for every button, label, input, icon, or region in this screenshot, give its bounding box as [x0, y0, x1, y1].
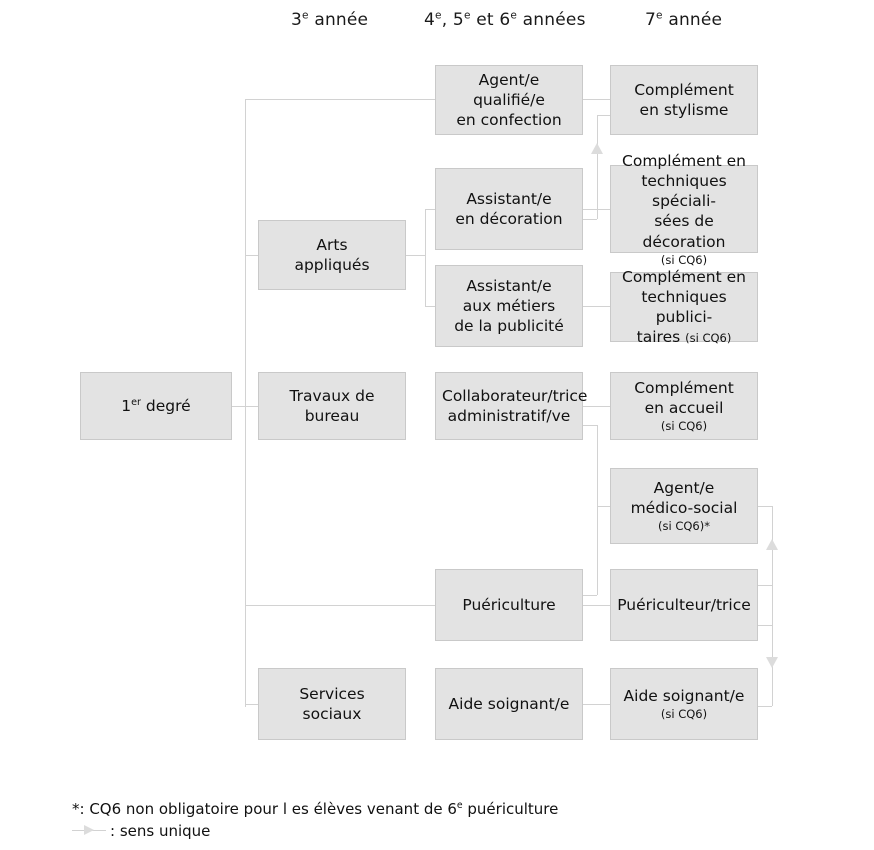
node-complement-accueil-sub: (si CQ6) [660, 419, 708, 434]
connector-collaborateur-down-stub [583, 425, 597, 426]
node-aide-soignant-e[interactable]: Aide soignant/e [435, 668, 583, 740]
connector-trunk-to-arts-appliques [245, 255, 258, 256]
connector-riser-stylisme [597, 115, 598, 219]
arrow-up-icon-stylisme [591, 143, 603, 154]
connector-trunk-to-agent-qualifie [245, 99, 435, 100]
node-agent-medico-social-sub: (si CQ6)* [658, 519, 710, 534]
connector-collaborateur-to-complement-accueil [583, 406, 610, 407]
legend-footnote: *: CQ6 non obligatoire pour l es élèves … [72, 800, 559, 818]
node-complement-tech-decoration-sub: (si CQ6) [660, 252, 708, 267]
connector-arts-appliques-out [406, 255, 426, 256]
connector-right-to-puericulteur-top [758, 585, 772, 586]
arrow-head [84, 825, 94, 835]
arrow-up-icon-medico-social [766, 539, 778, 550]
node-puericulteur-label: Puériculteur/trice [617, 595, 751, 614]
node-1er-degre[interactable]: 1er degré [80, 372, 232, 440]
arrow-right-icon [72, 825, 106, 837]
connector-assistant-decoration-to-complement-tech [583, 209, 610, 210]
node-1er-degre-label: 1er degré [121, 396, 191, 415]
connector-riser-medico-social [597, 425, 598, 595]
connector-right-vertical [772, 506, 773, 706]
connector-arts-appliques-fan [425, 209, 426, 307]
connector-arts-to-assistant-decoration [425, 209, 435, 210]
column-header-3e-annee: 3e année [291, 9, 369, 30]
connector-puericulture-to-puericulteur [583, 605, 610, 606]
connector-right-to-aide-soignant-7e [758, 706, 772, 707]
legend-sens-unique-label: : sens unique [110, 822, 211, 840]
legend-sens-unique-row: : sens unique [72, 822, 210, 840]
node-aide-soignant-e-7e[interactable]: Aide soignant/e (si CQ6) [610, 668, 758, 740]
column-header-7e-annee: 7e année [645, 9, 723, 30]
connector-riser-to-puericulture [583, 595, 597, 596]
connector-right-to-puericulteur-bottom [758, 625, 772, 626]
node-aide-soignant-7e-main: Aide soignant/e [623, 687, 745, 706]
node-puericulture-label: Puériculture [462, 595, 556, 614]
connector-arts-to-assistant-publicite [425, 306, 435, 307]
connector-trunk-vertical [245, 99, 246, 707]
connector-riser-stylisme-top [597, 115, 610, 116]
node-aide-soignant-7e-label: Aide soignant/e (si CQ6) [617, 686, 751, 722]
connector-trunk-to-services-sociaux [245, 704, 258, 705]
column-header-4e-5e-6e-annees: 4e, 5e et 6e années [424, 9, 586, 30]
connector-riser-stylisme-bottom [583, 219, 597, 220]
node-aide-soignant-7e-sub: (si CQ6) [660, 707, 708, 722]
connector-aide-soignant-to-aide-soignant-7e [583, 704, 610, 705]
connector-right-to-agent-medico-social [758, 506, 772, 507]
connector-riser-to-agent-medico-social [597, 506, 610, 507]
arrow-down-icon-aide-soignant [766, 657, 778, 668]
connector-agent-qualifie-to-complement-stylisme [583, 99, 610, 100]
connector-trunk-to-travaux-bureau [245, 406, 258, 407]
node-puericulture[interactable]: Puériculture [435, 569, 583, 641]
connector-assistant-publicite-to-complement-publicitaires [583, 306, 610, 307]
node-puericulteur-trice[interactable]: Puériculteur/trice [610, 569, 758, 641]
connector-trunk-to-puericulture [245, 605, 435, 606]
node-aide-soignant-label: Aide soignant/e [448, 694, 570, 713]
